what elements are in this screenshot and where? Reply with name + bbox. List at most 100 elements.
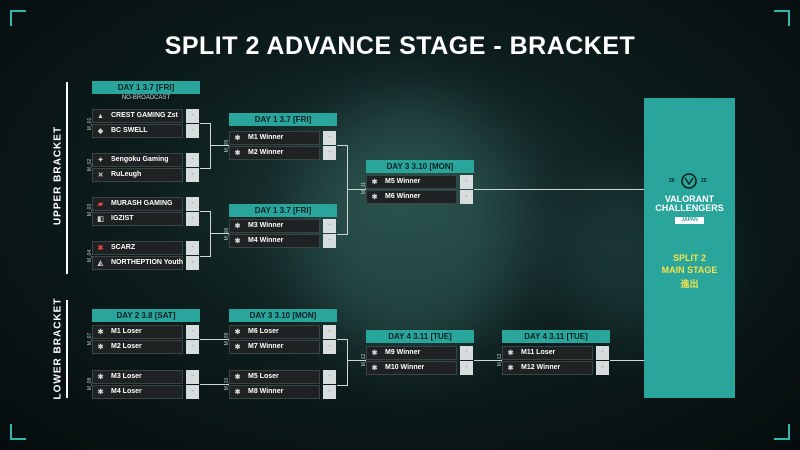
- team-name: IGZIST: [111, 215, 134, 222]
- valorant-logo-icon: ✱: [97, 389, 104, 396]
- team-row[interactable]: ✱M11 Loser: [502, 346, 593, 360]
- team-row[interactable]: ▲CREST GAMING Zst: [92, 109, 183, 123]
- team-name: M3 Winner: [248, 222, 284, 229]
- frame-corner: [10, 10, 26, 26]
- team-row[interactable]: ✱ M10 Winner: [366, 361, 457, 375]
- frame-corner: [774, 10, 790, 26]
- round-header: DAY 3 3.10 [MON]: [366, 160, 474, 173]
- valorant-logo-icon: ✱: [97, 374, 104, 381]
- year-right: 25: [701, 178, 707, 184]
- upper-bracket-bar: [66, 82, 68, 274]
- team-row[interactable]: ◭NORTHEPTION Youth: [92, 256, 183, 270]
- score-box: -: [596, 361, 609, 375]
- score-box: -: [323, 340, 336, 354]
- team-name: M9 Winner: [385, 349, 421, 356]
- page-title: SPLIT 2 ADVANCE STAGE - BRACKET: [164, 32, 636, 60]
- main-stage-panel: 20 25 VALORANT CHALLENGERS JAPAN SPLIT 2…: [644, 98, 735, 398]
- bracket-connector: [200, 123, 211, 169]
- score-box: -: [323, 234, 336, 248]
- bracket-connector: [347, 360, 366, 361]
- valorant-logo-icon: ✱: [234, 223, 241, 230]
- team-logo-icon: ✕: [97, 172, 104, 179]
- score-box: -: [186, 241, 199, 255]
- round-subheader: NO-BROADCAST: [121, 95, 171, 101]
- valorant-logo-icon: ✱: [371, 365, 378, 372]
- round-header: DAY 4 3.11 [TUE]: [366, 330, 474, 343]
- score-box: -: [460, 346, 473, 360]
- score-box: -: [186, 124, 199, 138]
- valorant-logo-icon: ✱: [234, 344, 241, 351]
- team-row[interactable]: ✱ M7 Winner: [229, 340, 320, 354]
- score-box: -: [323, 219, 336, 233]
- team-row[interactable]: ✱M5 Winner: [366, 175, 457, 189]
- team-name: M8 Winner: [248, 388, 284, 395]
- team-row[interactable]: ▰MURASH GAMING: [92, 197, 183, 211]
- team-row[interactable]: ✦ Sengoku Gaming: [92, 153, 183, 167]
- valorant-logo-icon: ✱: [234, 150, 241, 157]
- round-header: DAY 3 3.10 [MON]: [229, 309, 337, 322]
- team-name: M3 Loser: [111, 373, 142, 380]
- team-name: BC SWELL: [111, 127, 148, 134]
- team-row[interactable]: ✱ M1 Loser: [92, 325, 183, 339]
- year-left: 20: [669, 178, 675, 184]
- valorant-logo-icon: ✱: [97, 329, 104, 336]
- team-row[interactable]: ✱M6 Loser: [229, 325, 320, 339]
- bracket-connector: [474, 360, 502, 361]
- score-box: -: [323, 370, 336, 384]
- team-row[interactable]: ✱ M12 Winner: [502, 361, 593, 375]
- team-row[interactable]: ✕RuLeugh: [92, 168, 183, 182]
- valorant-logo-icon: ✱: [234, 238, 241, 245]
- main-stage-line2: MAIN STAGE: [661, 265, 718, 275]
- frame-corner: [10, 424, 26, 440]
- team-logo-icon: ◧: [97, 216, 104, 223]
- team-name: M1 Winner: [248, 134, 284, 141]
- valorant-logo-icon: ✱: [371, 194, 378, 201]
- valorant-logo-icon: ✱: [371, 179, 378, 186]
- team-row[interactable]: ✱M6 Winner: [366, 190, 457, 204]
- team-name: M11 Loser: [521, 349, 556, 356]
- team-row[interactable]: ✱M8 Winner: [229, 385, 320, 399]
- score-box: -: [186, 325, 199, 339]
- score-box: -: [186, 168, 199, 182]
- score-box: -: [186, 340, 199, 354]
- bracket-connector: [347, 189, 366, 190]
- team-name: M10 Winner: [385, 364, 425, 371]
- team-name: SCARZ: [111, 244, 136, 251]
- team-row[interactable]: ✱M1 Winner: [229, 131, 320, 145]
- team-row[interactable]: ◧ IGZIST: [92, 212, 183, 226]
- score-box: -: [186, 256, 199, 270]
- valorant-logo-icon: ✱: [507, 365, 514, 372]
- score-box: -: [460, 175, 473, 189]
- team-name: M7 Winner: [248, 343, 284, 350]
- team-row[interactable]: ✱M4 Loser: [92, 385, 183, 399]
- team-row[interactable]: ✱M2 Winner: [229, 146, 320, 160]
- team-logo-icon: ✖: [97, 245, 104, 252]
- bracket-connector: [200, 339, 229, 340]
- score-box: -: [596, 346, 609, 360]
- team-name: M1 Loser: [111, 328, 142, 335]
- score-box: -: [186, 385, 199, 399]
- team-row[interactable]: ✱ M3 Winner: [229, 219, 320, 233]
- team-name: Sengoku Gaming: [111, 156, 169, 163]
- team-logo-icon: ✦: [97, 157, 104, 164]
- score-box: -: [323, 385, 336, 399]
- bracket-connector: [200, 211, 211, 257]
- team-row[interactable]: ✱M4 Winner: [229, 234, 320, 248]
- team-logo-icon: ◆: [97, 128, 104, 135]
- score-box: -: [186, 370, 199, 384]
- team-row[interactable]: ✱M2 Loser: [92, 340, 183, 354]
- team-name: M12 Winner: [521, 364, 561, 371]
- team-name: M6 Loser: [248, 328, 279, 335]
- team-row[interactable]: ✱M9 Winner: [366, 346, 457, 360]
- team-row[interactable]: ◆ BC SWELL: [92, 124, 183, 138]
- team-row[interactable]: ✖ SCARZ: [92, 241, 183, 255]
- team-row[interactable]: ✱ M3 Loser: [92, 370, 183, 384]
- team-row[interactable]: ✱M5 Loser: [229, 370, 320, 384]
- upper-bracket-label: UPPER BRACKET: [52, 125, 64, 226]
- team-name: M2 Loser: [111, 343, 142, 350]
- round-header: DAY 1 3.7 [FRI]: [229, 204, 337, 217]
- brand-name: VALORANT CHALLENGERS: [655, 194, 724, 213]
- region-badge: JAPAN: [675, 217, 704, 224]
- main-stage-line1: SPLIT 2: [672, 253, 706, 263]
- team-logo-icon: ◭: [97, 260, 104, 267]
